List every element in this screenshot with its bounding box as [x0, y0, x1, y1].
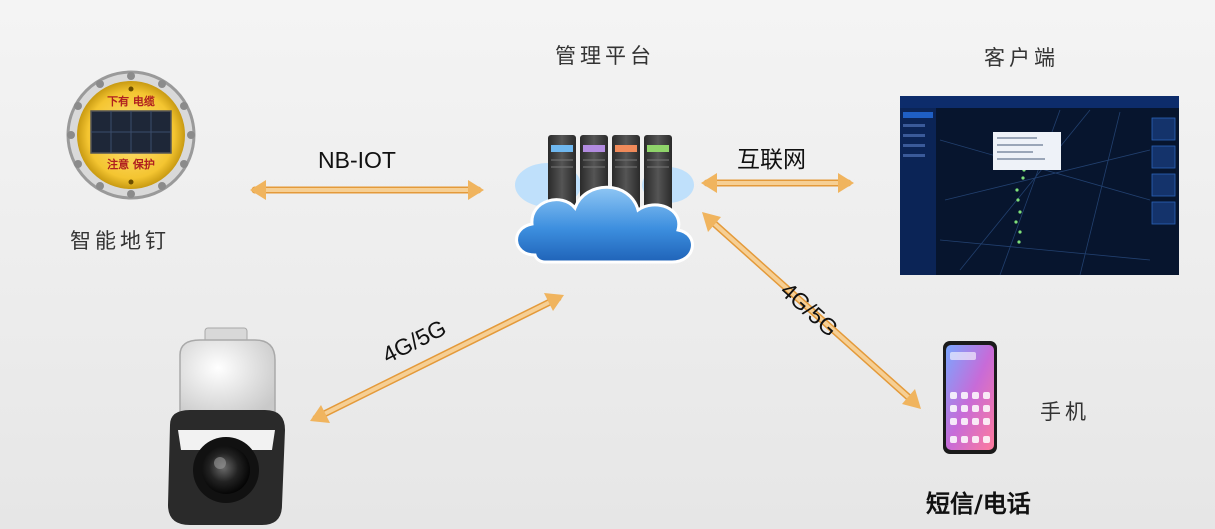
sms-call-label: 短信/电话: [926, 490, 1031, 518]
arrow-cellular-camera: [310, 293, 564, 423]
stud-bottom-text: 注意 保护: [107, 157, 155, 171]
phone-icon: [943, 341, 997, 454]
stud-top-text: 下有 电缆: [107, 94, 155, 108]
internet-label: 互联网: [737, 146, 806, 172]
ptz-camera-icon: [168, 327, 285, 525]
phone-label: 手机: [1040, 400, 1090, 424]
client-label: 客户端: [984, 46, 1059, 70]
arrow-cellular-phone: [702, 212, 921, 409]
arrow-internet: [701, 173, 854, 193]
sensor-label: 智能地钉: [70, 229, 170, 253]
arrow-nb-iot: [250, 180, 484, 200]
client-dashboard-icon: [900, 96, 1179, 276]
platform-label: 管理平台: [555, 44, 655, 68]
nb-iot-label: NB-IOT: [318, 147, 396, 173]
smart-stud-icon: 下有 电缆 注意 保护: [66, 70, 196, 200]
server-cloud-icon: [515, 135, 694, 264]
